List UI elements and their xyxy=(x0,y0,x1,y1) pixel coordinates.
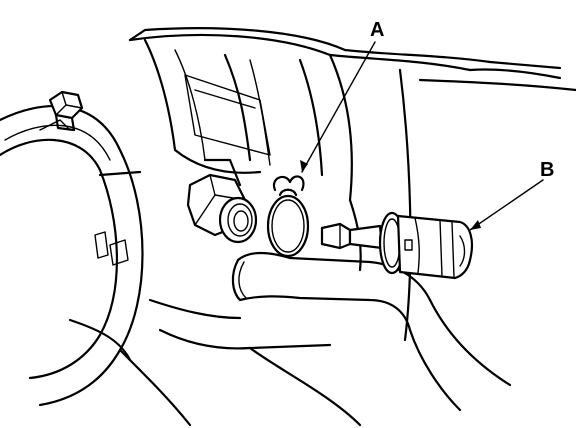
sensor-b xyxy=(320,211,474,280)
o-ring-a xyxy=(266,175,310,258)
throttle-body-housing xyxy=(0,105,192,427)
callout-leaders xyxy=(300,41,544,231)
sensor-port xyxy=(186,173,258,244)
intake-duct xyxy=(128,27,576,342)
bolt-icon xyxy=(48,90,84,132)
callout-label-b: B xyxy=(540,159,555,181)
callout-label-a: A xyxy=(370,19,385,41)
coolant-pipe xyxy=(148,251,512,427)
